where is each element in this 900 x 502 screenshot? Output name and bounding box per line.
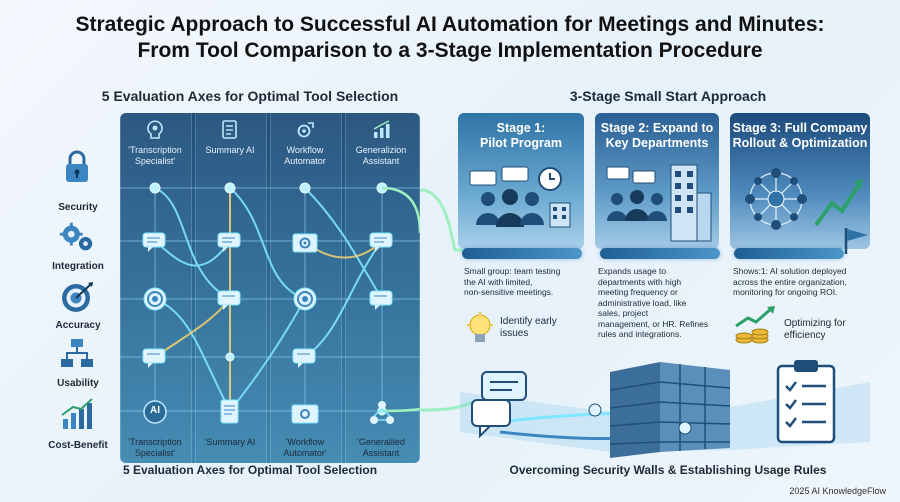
target-icon	[140, 286, 170, 312]
flag-icon	[844, 228, 868, 254]
stage-1-description: Small group: team testing the AI with li…	[464, 266, 561, 297]
settings-window-icon	[290, 401, 320, 427]
ai-chip-icon: AI	[140, 399, 170, 425]
ai-label: AI	[150, 405, 160, 416]
right-caption: Overcoming Security Walls & Establishing…	[509, 463, 827, 477]
stage-1-card: Stage 1: Pilot Program	[458, 113, 584, 249]
organization-network-icon	[745, 168, 863, 230]
chat-bubble-icon	[215, 230, 245, 256]
security-wall-illustration	[460, 360, 870, 458]
column-foot-summary: 'Summary AI	[204, 437, 256, 447]
left-section-heading: 5 Evaluation Axes for Optimal Tool Selec…	[101, 88, 399, 104]
row-label-cost-benefit: Cost-Benefit	[48, 440, 108, 451]
column-foot-transcription: 'Transcription Specialist'	[128, 437, 182, 458]
row-label-integration: Integration	[52, 261, 104, 272]
row-label-accuracy: Accuracy	[55, 320, 101, 331]
flow-arrows	[419, 188, 474, 412]
lightbulb-icon	[467, 312, 493, 342]
chat-bubble-icon	[367, 288, 397, 314]
column-head-transcription: 'Transcription Specialist'	[128, 145, 182, 166]
stage-2-card: Stage 2: Expand to Key Departments	[595, 113, 719, 249]
checklist-clipboard-icon	[776, 360, 836, 444]
chat-bubbles-icon	[471, 371, 527, 439]
departments-icon	[606, 164, 712, 242]
stage-2-progress	[600, 248, 720, 259]
row-label-usability: Usability	[57, 378, 99, 389]
column-foot-workflow: 'Workflow Automator'	[283, 437, 327, 458]
target-icon	[58, 280, 96, 314]
stage-2-description: Expands usage to departments with high m…	[598, 266, 709, 339]
coins-growth-icon	[735, 306, 775, 344]
growth-chart-icon	[58, 397, 96, 431]
chat-bubble-icon	[290, 346, 320, 372]
column-head-summary: Summary AI	[205, 145, 255, 155]
stage-1-progress	[462, 248, 582, 259]
stage-3-description: Shows:1: AI solution deployed across the…	[733, 266, 847, 297]
team-meeting-icon	[469, 166, 571, 228]
settings-window-icon	[290, 230, 320, 256]
right-section-heading: 3-Stage Small Start Approach	[569, 88, 767, 104]
row-label-security: Security	[58, 202, 98, 213]
column-foot-general: 'Generaliled Assistant	[357, 437, 405, 458]
chat-bubble-icon	[215, 288, 245, 314]
footer-credit: 2025 AI KnowledgeFlow	[789, 486, 886, 496]
title-line-1: Strategic Approach to Successful AI Auto…	[75, 13, 825, 36]
chat-bubble-icon	[140, 230, 170, 256]
stage-3-card: Stage 3: Full Company Rollout & Optimiza…	[730, 113, 870, 249]
brain-head-icon	[144, 119, 166, 141]
stage-3-title: Stage 3: Full Company Rollout & Optimiza…	[732, 121, 868, 150]
column-head-workflow: Workflow Automator	[284, 145, 326, 166]
brick-wall-icon	[609, 362, 731, 458]
document-icon	[219, 119, 241, 141]
stage-1-title: Stage 1: Pilot Program	[480, 121, 562, 150]
left-caption: 5 Evaluation Axes for Optimal Tool Selec…	[122, 463, 378, 477]
bar-chart-icon	[371, 119, 393, 141]
lock-icon	[58, 150, 96, 184]
network-icon	[367, 399, 397, 425]
stage-3-progress	[734, 248, 844, 259]
chat-bubble-icon	[140, 346, 170, 372]
target-icon	[290, 286, 320, 312]
document-icon	[215, 399, 245, 425]
column-head-general: Generalizion Assistant	[355, 145, 407, 166]
stage-3-note: Optimizing for efficiency	[784, 318, 846, 341]
gear-workflow-icon	[294, 119, 316, 141]
chat-bubble-icon	[367, 230, 397, 256]
stage-1-note: Identify early issues	[500, 316, 557, 339]
page-title: Strategic Approach to Successful AI Auto…	[0, 12, 900, 64]
title-line-2: From Tool Comparison to a 3-Stage Implem…	[137, 39, 763, 62]
stage-2-title: Stage 2: Expand to Key Departments	[600, 121, 714, 150]
flowchart-icon	[58, 337, 96, 371]
gears-icon	[58, 220, 96, 254]
evaluation-matrix: 'Transcription Specialist' Summary AI Wo…	[120, 113, 420, 463]
